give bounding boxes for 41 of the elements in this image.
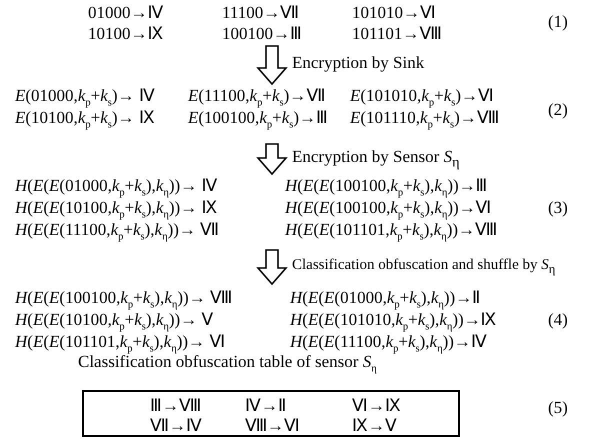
formula: 01000→Ⅳ (88, 3, 164, 23)
formula: 101101→Ⅷ (352, 24, 442, 44)
block-arrow (256, 249, 288, 286)
edge-label: Encryption by Sensor S$_{η}$ (292, 147, 460, 172)
equation-number: (5) (548, 398, 568, 418)
formula: 11100→Ⅶ (222, 3, 300, 23)
mapping-entry: Ⅶ→Ⅳ (150, 416, 202, 436)
mapping-entry: Ⅳ→Ⅱ (245, 396, 286, 416)
mapping-entry: Ⅷ→Ⅵ (245, 416, 300, 436)
equation-number: (4) (548, 310, 568, 330)
mapping-entry: Ⅵ→Ⅸ (352, 396, 401, 416)
formula: E(101110,k$_{p}$+k$_{s}$)→Ⅷ (350, 108, 499, 128)
formula: E(01000,k$_{p}$+k$_{s}$)→ Ⅳ (15, 86, 155, 106)
formula: H(E(E(100100,k$_{p}$+k$_{s}$),k$_{η}$))→Ⅲ (285, 176, 488, 196)
formula: H(E(E(101101,k$_{p}$+k$_{s}$),k$_{η}$))→Ⅷ (285, 220, 498, 240)
formula: H(E(E(11100,k$_{p}$+k$_{s}$),k$_{η}$))→ Ⅶ (15, 220, 220, 240)
formula: 10100→Ⅸ (88, 24, 164, 44)
formula: H(E(E(100100,k$_{p}$+k$_{s}$),k$_{η}$))→Ⅵ (285, 198, 492, 218)
mapping-entry: Ⅸ→Ⅴ (352, 416, 397, 436)
formula: H(E(E(101101,k$_{p}$+k$_{s}$),k$_{η}$))→ Ⅵ (15, 332, 226, 352)
equation-number: (3) (548, 198, 568, 218)
block-arrow (256, 143, 288, 176)
formula: H(E(E(100100,k$_{p}$+k$_{s}$),k$_{η}$))→ Ⅷ (15, 288, 232, 308)
formula: H(E(E(01000,k$_{p}$+k$_{s}$),k$_{η}$))→ Ⅳ (15, 176, 218, 196)
formula: H(E(E(10100,k$_{p}$+k$_{s}$),k$_{η}$))→ Ⅸ (15, 198, 218, 218)
formula: H(E(E(11100,k$_{p}$+k$_{s}$),k$_{η}$))→Ⅳ (290, 332, 487, 352)
formula: H(E(E(01000,k$_{p}$+k$_{s}$),k$_{η}$))→Ⅱ (290, 288, 480, 308)
formula: H(E(E(101010,k$_{p}$+k$_{s}$),k$_{η}$))→Ⅸ (290, 310, 497, 330)
equation-number: (2) (548, 100, 568, 120)
table-heading: Classification obfuscation table of sensor S$_{η}$ (78, 352, 377, 372)
formula: E(100100,k$_{p}$+k$_{s}$)→Ⅲ (188, 108, 328, 128)
edge-label: Encryption by Sink (292, 53, 424, 73)
equation-number: (1) (548, 12, 568, 32)
formula: 101010→Ⅵ (352, 3, 436, 23)
formula: E(11100,k$_{p}$+k$_{s}$)→Ⅶ (188, 86, 326, 106)
formula: E(10100,k$_{p}$+k$_{s}$)→ Ⅸ (15, 108, 155, 128)
formula: H(E(E(10100,k$_{p}$+k$_{s}$),k$_{η}$))→ Ⅴ (15, 310, 214, 330)
block-arrow (256, 45, 288, 86)
formula: E(101010,k$_{p}$+k$_{s}$)→Ⅵ (350, 86, 494, 106)
formula: 100100→Ⅲ (222, 24, 302, 44)
mapping-entry: Ⅲ→Ⅷ (150, 396, 201, 416)
